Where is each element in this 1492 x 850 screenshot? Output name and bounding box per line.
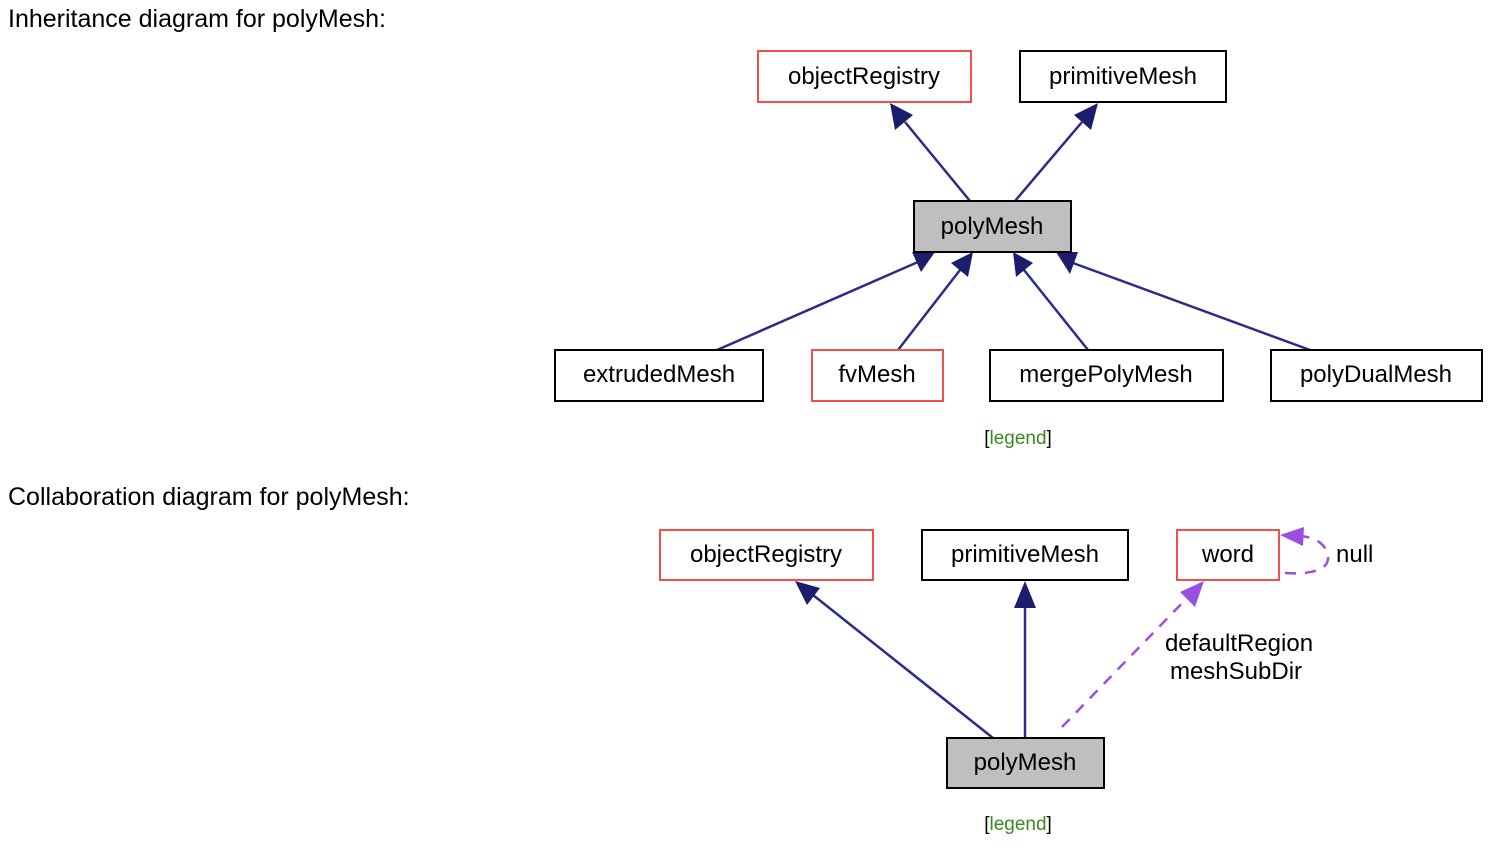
node-extrudedmesh[interactable]: extrudedMesh xyxy=(554,349,764,402)
edge-mergepolymesh-polymesh xyxy=(1023,269,1089,351)
arrowhead-fvmesh xyxy=(951,252,973,277)
legend-bracket-close: ] xyxy=(1047,814,1052,835)
node-polymesh-current: polyMesh xyxy=(913,200,1072,253)
arrowhead-primitivemesh xyxy=(1014,581,1036,608)
node-objectregistry[interactable]: objectRegistry xyxy=(757,50,972,103)
arrowhead-objectregistry xyxy=(890,103,913,130)
usage-label-line1: defaultRegion xyxy=(1165,630,1313,657)
node-primitivemesh[interactable]: primitiveMesh xyxy=(921,529,1129,581)
edge-fvmesh-polymesh xyxy=(897,269,961,351)
node-primitivemesh[interactable]: primitiveMesh xyxy=(1019,50,1227,103)
arrowhead-word xyxy=(1180,581,1204,607)
self-loop-label: null xyxy=(1336,541,1373,568)
legend-bracket-close: ] xyxy=(1047,428,1052,449)
edge-polymesh-objectregistry xyxy=(904,121,971,202)
arrowhead-polydualmesh xyxy=(1056,252,1078,274)
arrowhead-primitivemesh xyxy=(1074,103,1098,130)
arrowhead-word-self xyxy=(1280,527,1304,546)
edge-polymesh-word-dashed xyxy=(1061,597,1188,728)
node-label: primitiveMesh xyxy=(951,541,1099,568)
collaboration-legend: [legend] xyxy=(984,814,1052,835)
node-label: objectRegistry xyxy=(788,63,940,90)
node-objectregistry[interactable]: objectRegistry xyxy=(659,529,874,581)
edge-polymesh-objectregistry xyxy=(812,594,994,739)
node-label: extrudedMesh xyxy=(583,361,735,388)
node-label: polyMesh xyxy=(974,749,1077,776)
node-fvmesh[interactable]: fvMesh xyxy=(811,349,944,402)
node-label: polyMesh xyxy=(941,213,1044,240)
arrowhead-extrudedmesh xyxy=(912,252,935,272)
arrowhead-objectregistry xyxy=(795,581,820,605)
inheritance-legend: [legend] xyxy=(984,428,1052,449)
collaboration-heading: Collaboration diagram for polyMesh: xyxy=(8,483,410,511)
edge-word-self-loop xyxy=(1284,534,1330,575)
node-polydualmesh[interactable]: polyDualMesh xyxy=(1270,349,1483,402)
node-label: objectRegistry xyxy=(690,541,842,568)
legend-link[interactable]: legend xyxy=(989,814,1046,835)
inheritance-diagram: objectRegistry primitiveMesh polyMesh ex… xyxy=(554,50,1483,449)
edge-extrudedmesh-polymesh xyxy=(716,260,919,352)
legend-bracket-open: [ xyxy=(984,814,990,835)
node-label: word xyxy=(1201,541,1254,568)
node-label: polyDualMesh xyxy=(1300,361,1452,388)
edge-polymesh-primitivemesh xyxy=(1014,121,1083,202)
node-label: fvMesh xyxy=(838,361,915,388)
usage-label-line2: meshSubDir xyxy=(1170,658,1302,685)
node-polymesh-current: polyMesh xyxy=(946,737,1105,789)
node-label: mergePolyMesh xyxy=(1019,361,1192,388)
edge-polydualmesh-polymesh xyxy=(1072,261,1311,352)
inheritance-heading: Inheritance diagram for polyMesh: xyxy=(8,5,386,33)
node-mergepolymesh[interactable]: mergePolyMesh xyxy=(989,349,1224,402)
collaboration-diagram: null defaultRegion meshSubDir objectRegi… xyxy=(659,527,1373,835)
arrowhead-mergepolymesh xyxy=(1013,252,1033,277)
legend-bracket-open: [ xyxy=(984,428,990,449)
node-label: primitiveMesh xyxy=(1049,63,1197,90)
node-word[interactable]: word xyxy=(1176,529,1280,581)
legend-link[interactable]: legend xyxy=(989,428,1046,449)
